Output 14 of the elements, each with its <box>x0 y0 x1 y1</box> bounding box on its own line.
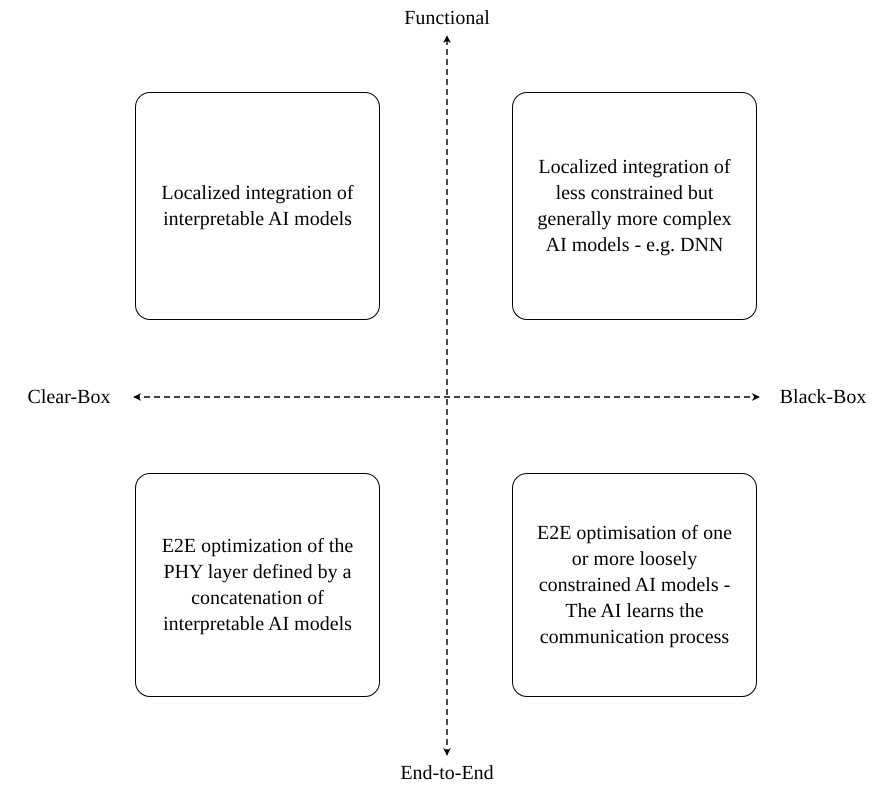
box-text: E2E optimisation of one or more loosely constrained AI models - The AI learns the communication process <box>536 521 733 650</box>
text-box <box>135 473 380 697</box>
text-box <box>512 473 757 697</box>
axis-label: End-to-End <box>400 761 494 786</box>
box-text: Localized integration of interpretable AI models <box>160 181 355 232</box>
text-box <box>512 92 757 320</box>
dashed-arrow <box>443 35 451 756</box>
axis-label: Black-Box <box>780 385 866 410</box>
box-text: Localized integration of less constrained but generally more complex AI models - e.g. DNN <box>536 155 733 258</box>
axis-label: Functional <box>404 6 490 31</box>
text-box <box>135 92 380 320</box>
box-text: E2E optimization of the PHY layer defined by a concatenation of interpretable AI models <box>160 534 354 637</box>
axis-label: Clear-Box <box>28 385 110 410</box>
dashed-arrow <box>133 393 760 401</box>
